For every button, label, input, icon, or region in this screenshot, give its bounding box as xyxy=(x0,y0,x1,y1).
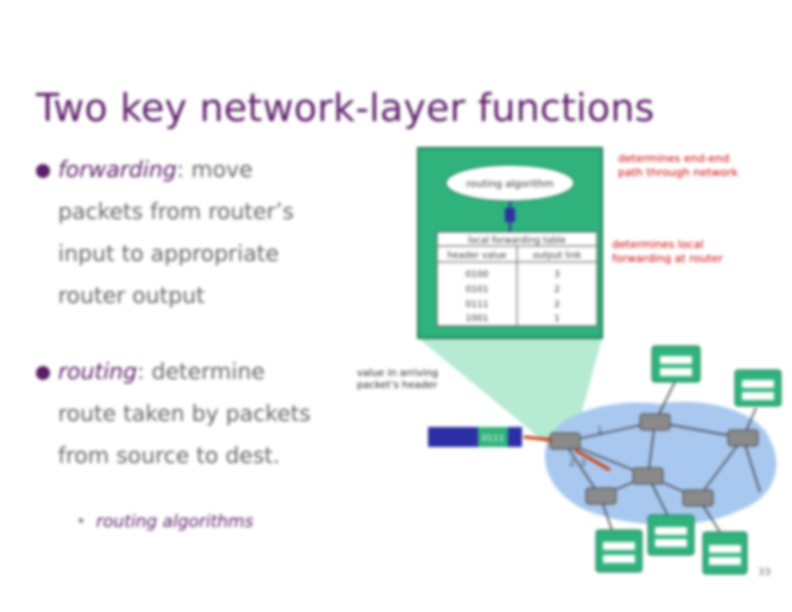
routing-algorithm-label: routing algorithm xyxy=(466,179,553,190)
bullet-routing: routing: determine route taken by packet… xyxy=(36,352,311,478)
router-icon xyxy=(682,489,714,507)
table-cell: 0101 xyxy=(466,285,489,295)
table-cell: 0111 xyxy=(466,300,489,310)
sub-bullet: • routing algorithms xyxy=(76,512,253,532)
callout-funnel xyxy=(418,338,602,448)
annotation-line: determines end-end xyxy=(618,152,730,165)
bullet-line: input to appropriate xyxy=(58,242,279,267)
bullet-line: router output xyxy=(58,284,205,309)
label-line: packet’s header xyxy=(357,380,438,391)
router-icon xyxy=(727,429,759,447)
table-cell: 1001 xyxy=(466,314,489,324)
annotation-line: path through network xyxy=(618,166,738,179)
router-icon xyxy=(632,467,664,485)
table-title: local forwarding table xyxy=(468,236,566,246)
link-number: 3 xyxy=(580,459,586,469)
forward-arrow xyxy=(574,448,611,472)
routers xyxy=(549,413,759,507)
link-number: 1 xyxy=(597,426,603,436)
bullet-line: packets from router’s xyxy=(58,200,294,225)
bullet-dot-icon xyxy=(36,164,50,178)
packet-path xyxy=(523,435,553,442)
bullet-dot-icon xyxy=(36,366,50,380)
table-header: header value xyxy=(447,251,507,261)
annotation-end-to-end: determines end-end path through network xyxy=(618,152,738,180)
packet-header-value: 0111 xyxy=(482,434,505,444)
slide-title: Two key network-layer functions xyxy=(36,86,655,130)
host-box-icon xyxy=(595,529,643,573)
table-cell: 1 xyxy=(554,314,560,324)
annotation-line: forwarding at router xyxy=(612,252,723,265)
sub-bullet-dot-icon: • xyxy=(76,512,87,532)
link-number: 2 xyxy=(569,459,575,469)
host-inner xyxy=(603,356,774,565)
table-cell: 2 xyxy=(554,285,560,295)
router-icon xyxy=(585,487,617,505)
router-icon xyxy=(549,432,581,450)
label-line: value in arriving xyxy=(357,368,439,379)
bullet-line: from source to dest. xyxy=(58,444,280,469)
bullet-text: : move xyxy=(176,158,253,183)
bullet-line: route taken by packets xyxy=(58,402,311,427)
annotation-line: determines local xyxy=(612,238,704,251)
bullet-text: : determine xyxy=(137,360,265,385)
arriving-packet xyxy=(428,427,522,447)
annotation-local: determines local forwarding at router xyxy=(612,238,723,266)
table-cell: 3 xyxy=(554,270,560,280)
bullet-term: routing xyxy=(58,360,138,385)
table-cell: 0100 xyxy=(466,270,489,280)
page-number: 33 xyxy=(758,567,771,578)
bullet-term: forwarding xyxy=(58,158,177,183)
router-icon xyxy=(639,413,671,431)
algo-to-table-arrow-icon xyxy=(505,208,515,222)
value-in-header-label: value in arriving packet’s header xyxy=(357,368,438,392)
sub-bullet-text: routing algorithms xyxy=(96,512,254,532)
bullet-forwarding: forwarding: move packets from router’s i… xyxy=(36,150,294,318)
table-cell: 2 xyxy=(554,300,560,310)
table-header: output link xyxy=(533,251,582,261)
